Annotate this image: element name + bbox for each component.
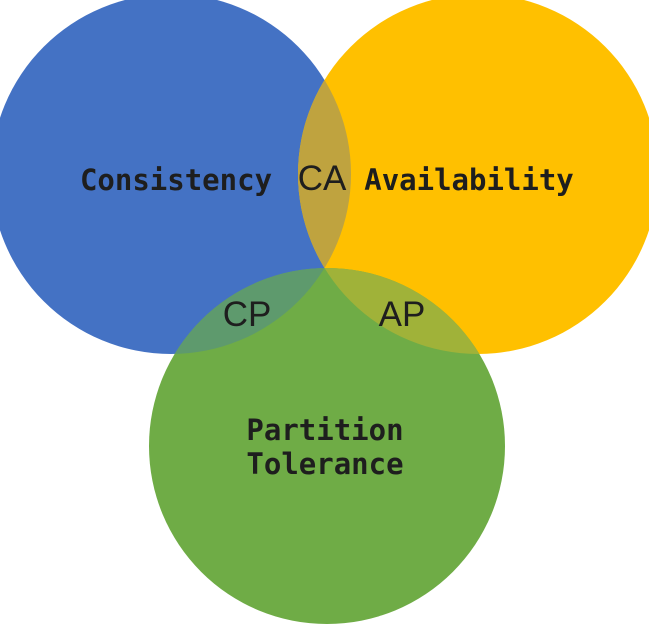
availability-label: Availability: [364, 163, 574, 197]
ca-overlap-label: CA: [298, 159, 347, 198]
partition-tolerance-circle: [149, 268, 505, 624]
consistency-circle: [0, 0, 351, 354]
availability-circle: [298, 0, 649, 354]
ap-overlap-label: AP: [379, 295, 426, 334]
partition-tolerance-label-line1: Partition: [246, 413, 403, 447]
partition-tolerance-label-line2: Tolerance: [246, 447, 403, 481]
cp-overlap-label: CP: [223, 295, 272, 334]
consistency-label: Consistency: [80, 163, 272, 197]
